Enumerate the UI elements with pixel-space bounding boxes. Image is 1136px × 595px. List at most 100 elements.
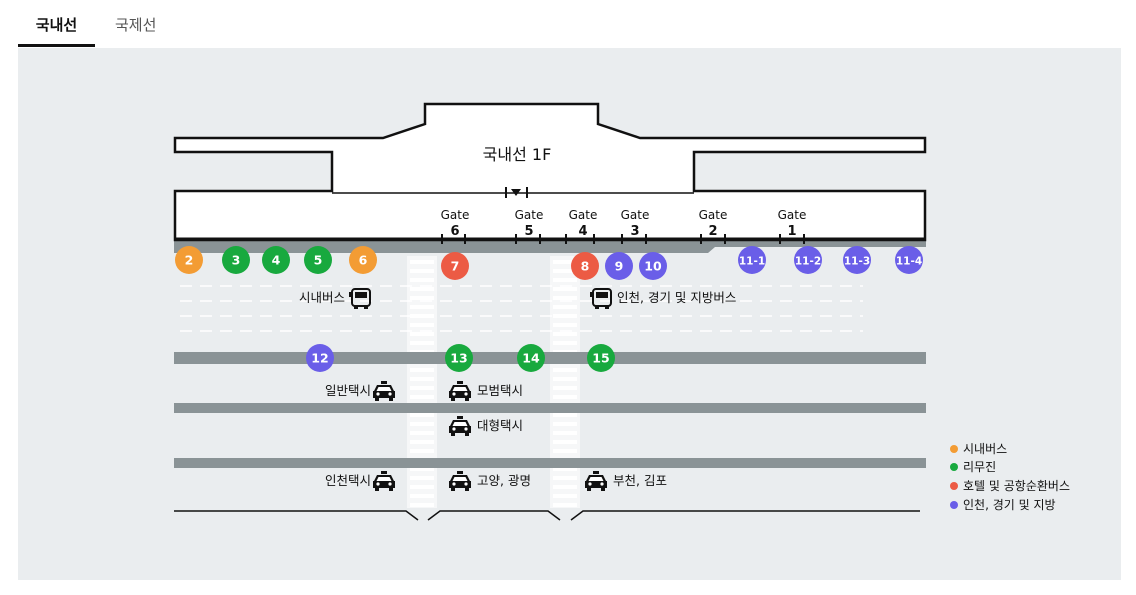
stop-12[interactable]: 12 bbox=[306, 344, 334, 372]
legend-item: 호텔 및 공항순환버스 bbox=[950, 479, 1070, 493]
stop-number: 6 bbox=[359, 253, 368, 268]
stop-number: 13 bbox=[450, 351, 467, 366]
stop-number: 10 bbox=[644, 259, 662, 274]
bus-icon bbox=[590, 288, 612, 309]
stop-15[interactable]: 15 bbox=[587, 344, 615, 372]
stop-marker bbox=[571, 252, 599, 280]
stop-marker bbox=[222, 246, 250, 274]
stop-marker bbox=[175, 246, 203, 274]
bus-lane-markings bbox=[180, 285, 863, 332]
stop-4[interactable]: 4 bbox=[262, 246, 290, 274]
gate-word: Gate bbox=[515, 208, 544, 222]
legend-swatch bbox=[950, 482, 958, 490]
stop-marker bbox=[445, 344, 473, 372]
active-tab-indicator bbox=[18, 44, 95, 47]
stop-6[interactable]: 6 bbox=[349, 246, 377, 274]
bucheon-taxi-label: 부천, 김포 bbox=[613, 473, 667, 488]
stop-11-3[interactable]: 11-3 bbox=[843, 246, 871, 274]
stop-number: 2 bbox=[185, 253, 194, 268]
legend-swatch bbox=[950, 445, 958, 453]
floor-label: 국내선 1F bbox=[483, 145, 552, 164]
crosswalk-left bbox=[407, 256, 437, 508]
gate-word: Gate bbox=[569, 208, 598, 222]
zone-labels: 시내버스 인천, 경기 및 지방버스 일반택시 모범택시 대형택시 인천택시 고… bbox=[299, 290, 736, 488]
stop-number: 7 bbox=[451, 259, 460, 274]
transit-stops: 2 3 4 5 6 7 8 9 10 11-1 11-2 11-3 11-4 12 13 14 15 bbox=[175, 246, 923, 372]
tab-international[interactable]: 국제선 bbox=[115, 16, 157, 34]
crosswalk-right bbox=[550, 256, 580, 508]
stop-number: 8 bbox=[581, 259, 590, 274]
taxi-icon bbox=[373, 471, 395, 491]
road-taxi-2 bbox=[174, 458, 926, 468]
stop-2[interactable]: 2 bbox=[175, 246, 203, 274]
incheon-taxi-label: 인천택시 bbox=[325, 473, 371, 488]
stop-marker bbox=[895, 246, 923, 274]
stop-14[interactable]: 14 bbox=[517, 344, 545, 372]
stop-3[interactable]: 3 bbox=[222, 246, 250, 274]
legend-item: 시내버스 bbox=[950, 442, 1007, 456]
gate-number: 3 bbox=[630, 224, 639, 239]
stop-marker bbox=[517, 344, 545, 372]
stop-11-1[interactable]: 11-1 bbox=[738, 246, 766, 274]
stop-8[interactable]: 8 bbox=[571, 252, 599, 280]
gate-number: 6 bbox=[450, 224, 459, 239]
regular-taxi-label: 일반택시 bbox=[325, 383, 371, 398]
bus-icon bbox=[349, 288, 371, 309]
stop-marker bbox=[738, 246, 766, 274]
stop-marker bbox=[349, 246, 377, 274]
legend-label: 호텔 및 공항순환버스 bbox=[963, 479, 1070, 493]
stop-5[interactable]: 5 bbox=[304, 246, 332, 274]
bottom-boundary-right bbox=[570, 510, 920, 521]
stop-marker bbox=[306, 344, 334, 372]
legend-item: 인천, 경기 및 지방 bbox=[950, 497, 1056, 512]
entrance-arrow-icon bbox=[511, 189, 521, 196]
gate-word: Gate bbox=[621, 208, 650, 222]
model-taxi-label: 모범택시 bbox=[477, 383, 523, 398]
stop-number: 11-2 bbox=[795, 256, 821, 268]
zone-icons bbox=[349, 288, 612, 491]
stop-number: 3 bbox=[232, 253, 241, 268]
bottom-boundary-mid bbox=[427, 510, 561, 521]
stop-marker bbox=[441, 252, 469, 280]
stop-11-2[interactable]: 11-2 bbox=[794, 246, 822, 274]
city-bus-label: 시내버스 bbox=[299, 290, 345, 305]
stop-10[interactable]: 10 bbox=[639, 252, 667, 280]
stop-marker bbox=[262, 246, 290, 274]
stop-number: 11-4 bbox=[896, 256, 922, 268]
taxi-icon bbox=[585, 471, 607, 491]
legend-label: 인천, 경기 및 지방 bbox=[963, 497, 1056, 512]
stop-number: 5 bbox=[314, 253, 323, 268]
legend-swatch bbox=[950, 463, 958, 471]
stop-number: 12 bbox=[311, 351, 328, 366]
legend-swatch bbox=[950, 501, 958, 509]
gate-2: Gate 2 bbox=[699, 208, 728, 239]
stop-9[interactable]: 9 bbox=[605, 252, 633, 280]
road-taxi-1 bbox=[174, 403, 926, 413]
road-middle bbox=[174, 352, 926, 364]
stop-11-4[interactable]: 11-4 bbox=[895, 246, 923, 274]
legend-label: 리무진 bbox=[963, 460, 996, 474]
legend-label: 시내버스 bbox=[963, 442, 1007, 456]
gate-3: Gate 3 bbox=[621, 208, 650, 239]
stop-marker bbox=[639, 252, 667, 280]
stop-13[interactable]: 13 bbox=[445, 344, 473, 372]
gate-number: 2 bbox=[708, 224, 717, 239]
taxi-icon bbox=[449, 416, 471, 436]
tab-domestic[interactable]: 국내선 bbox=[35, 16, 78, 34]
stop-number: 4 bbox=[272, 253, 281, 268]
stop-marker bbox=[843, 246, 871, 274]
stop-number: 9 bbox=[615, 259, 624, 274]
gate-number: 1 bbox=[787, 224, 796, 239]
stop-marker bbox=[794, 246, 822, 274]
stop-number: 15 bbox=[592, 351, 609, 366]
gate-word: Gate bbox=[699, 208, 728, 222]
stop-7[interactable]: 7 bbox=[441, 252, 469, 280]
large-taxi-label: 대형택시 bbox=[477, 418, 523, 433]
